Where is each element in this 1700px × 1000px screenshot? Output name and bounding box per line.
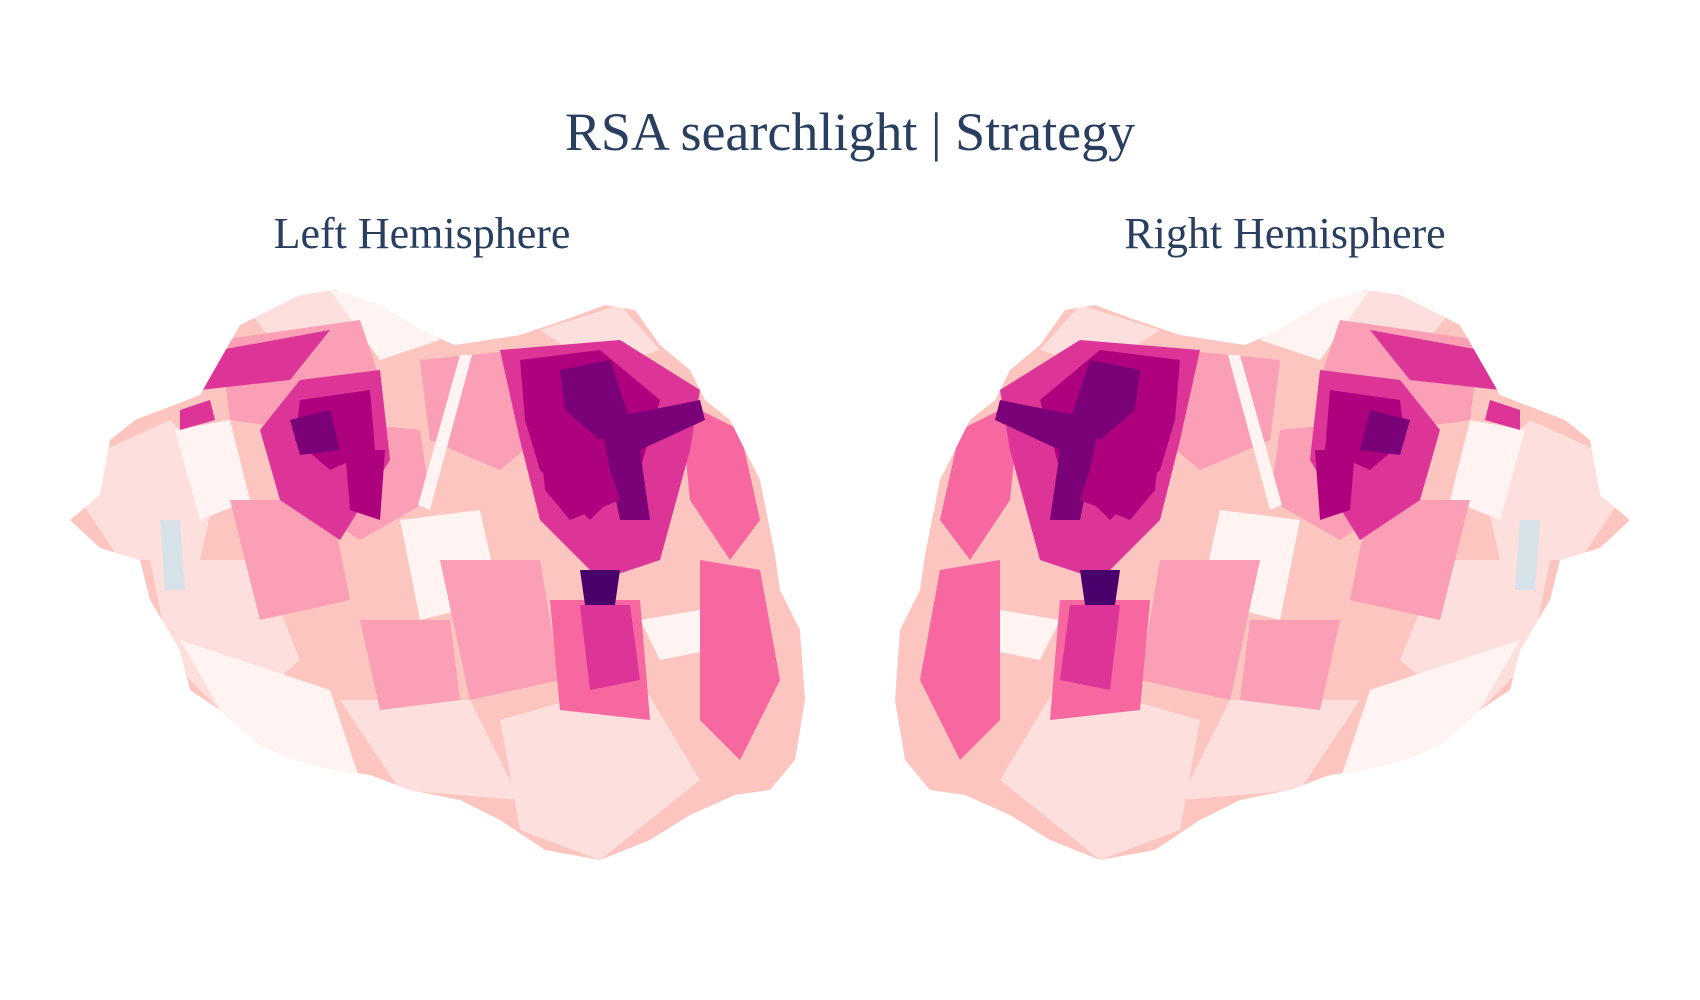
right-hemisphere-title: Right Hemisphere [1124, 209, 1446, 258]
left-hemisphere-title: Left Hemisphere [273, 209, 571, 258]
left-hemisphere-flatmap [70, 290, 805, 860]
right-hemisphere-flatmap [895, 290, 1630, 860]
figure-title: RSA searchlight | Strategy [564, 102, 1136, 162]
